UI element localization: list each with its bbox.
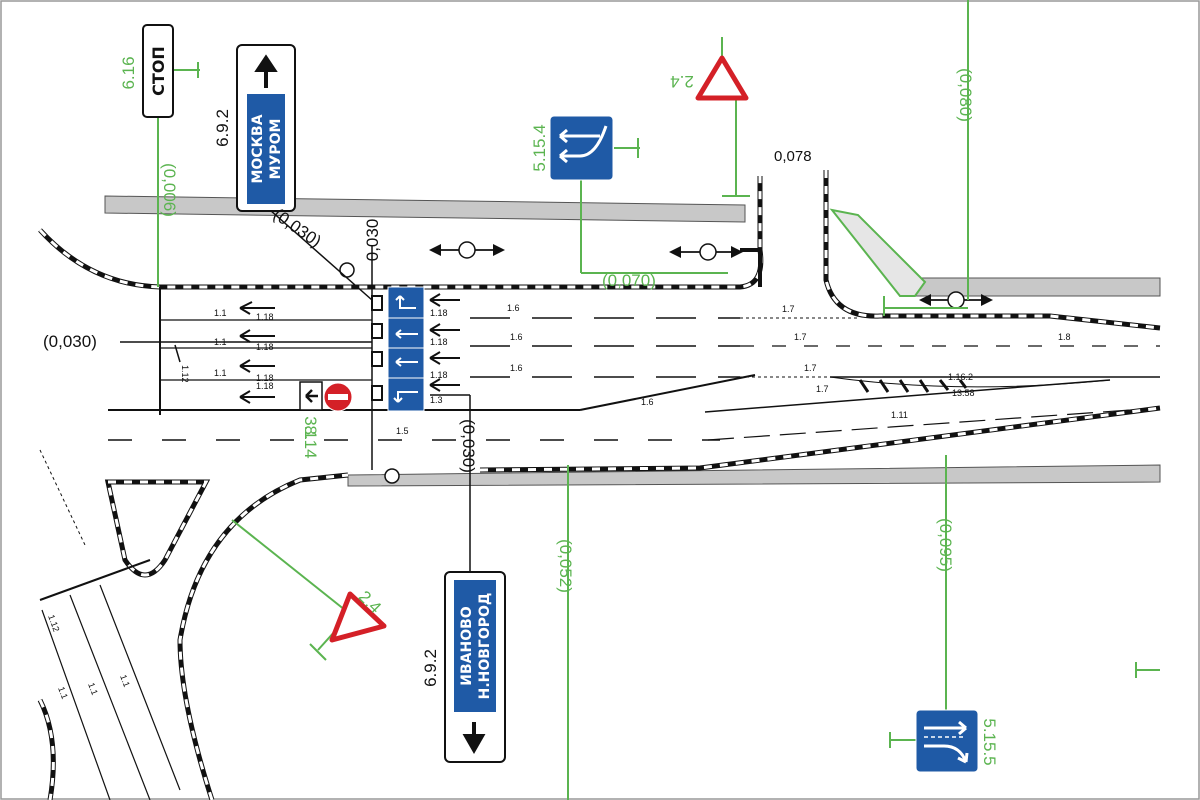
far-right-distance: (0,080) <box>956 68 975 122</box>
marking-label: 1.1 <box>118 673 132 688</box>
marking-label: 1.6 <box>641 397 654 407</box>
curbs <box>104 195 1161 487</box>
direction-south-line1: ИВАНОВО <box>459 606 475 686</box>
stop-distance: (0,006) <box>160 163 179 217</box>
marking-label: 1.12 <box>180 365 190 383</box>
lane-sign-5155: 5.15.5 <box>915 709 999 773</box>
lane-arrows <box>239 293 460 404</box>
marking-label: 1.18 <box>430 308 448 318</box>
black-leaders <box>120 209 471 572</box>
stop-sign: СТОП 6.16 (0,006) <box>119 24 179 217</box>
no-entry-code: 3.1 <box>301 416 320 440</box>
marking-label: 1.3 <box>430 395 443 405</box>
yield-top-code: 2.4 <box>670 72 694 91</box>
camera-symbols <box>339 241 993 484</box>
marking-label: 1.7 <box>794 332 807 342</box>
marking-label: 1.7 <box>804 363 817 373</box>
marking-label: 1.8 <box>1058 332 1071 342</box>
post-a-plain: 0,030 <box>363 219 382 262</box>
marking-label: 1.5 <box>396 426 409 436</box>
plate-code: 8.14 <box>301 425 320 458</box>
no-entry-sign: 3.1 8.14 <box>299 381 353 459</box>
direction-north-line2: МУРОМ <box>268 119 284 180</box>
marking-label: 1.18 <box>256 373 274 383</box>
lane-direction-block <box>387 286 425 412</box>
lower-mid-distance: (0,052) <box>556 539 575 593</box>
yield-sign-bottom: 2.4 <box>329 587 387 643</box>
stop-sign-code: 6.16 <box>119 56 138 89</box>
lane-sign-5154-code: 5.15.4 <box>530 124 549 171</box>
marking-label: 1.18 <box>430 370 448 380</box>
marking-label: 1.11 <box>891 410 908 420</box>
marking-label: 1.6 <box>510 332 523 342</box>
left-edge-distance: (0,030) <box>43 332 97 351</box>
direction-south-line2: Н.НОВГОРОД <box>477 593 493 700</box>
top-right-distance: 0,078 <box>774 148 812 165</box>
marking-label: 1.7 <box>816 384 829 394</box>
yield-sign-top: 2.4 <box>670 55 749 101</box>
marking-label: 1.1 <box>56 685 70 700</box>
green-leaders <box>157 0 1160 800</box>
marking-label: 1.18 <box>430 337 448 347</box>
lanes-top-distance: (0,070) <box>602 271 656 290</box>
lower-right-distance: (0,095) <box>936 518 955 572</box>
direction-sign-south: ИВАНОВО Н.НОВГОРОД 6.9.2 <box>421 571 506 763</box>
marking-label: 1.7 <box>782 304 795 314</box>
marking-label: 1.6 <box>507 303 520 313</box>
direction-north-code: 6.9.2 <box>213 109 232 147</box>
south-post-distance: (0,030) <box>459 419 478 473</box>
lane-sign-5154: 5.15.4 (0,070) <box>530 115 656 290</box>
direction-south-code: 6.9.2 <box>421 649 440 687</box>
marking-label: 1.1 <box>86 681 100 696</box>
marking-label: 1.16.2 <box>948 372 973 382</box>
stop-sign-text: СТОП <box>149 46 168 96</box>
marking-labels: 1.1 1.18 1.1 1.18 1.1 1.18 1.18 1.12 1.1… <box>46 303 1070 700</box>
direction-north-line1: МОСКВА <box>250 114 266 183</box>
marking-label: 1.18 <box>256 312 274 322</box>
marking-label: 1.1 <box>214 308 227 318</box>
curb-edges <box>37 170 1161 800</box>
marking-label: 13.58 <box>952 388 975 398</box>
marking-label: 1.18 <box>256 381 274 391</box>
lane-sign-5155-code: 5.15.5 <box>980 718 999 765</box>
marking-label: 1.1 <box>214 337 227 347</box>
marking-label: 1.12 <box>46 613 61 633</box>
direction-sign-north: МОСКВА МУРОМ 6.9.2 <box>213 44 296 212</box>
marking-label: 1.6 <box>510 363 523 373</box>
marking-label: 1.1 <box>214 368 227 378</box>
marking-label: 1.18 <box>256 342 274 352</box>
